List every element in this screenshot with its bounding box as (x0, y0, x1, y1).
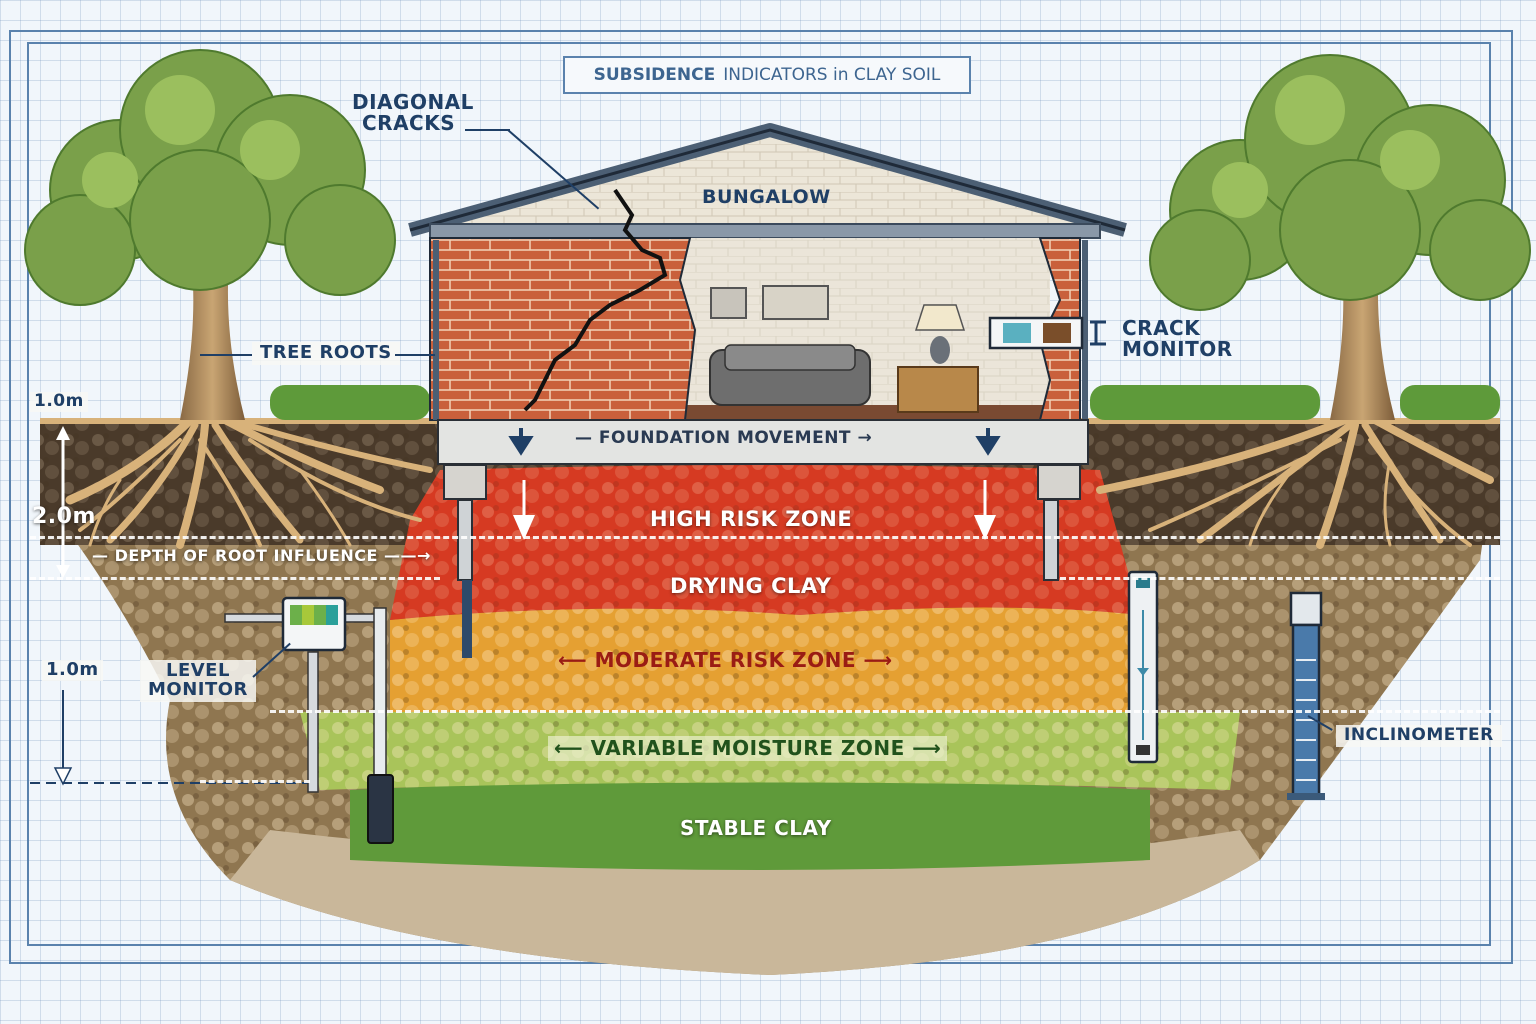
inclinometer-label: INCLINOMETER (1336, 725, 1502, 747)
zone-high-risk-label: HIGH RISK ZONE (650, 507, 853, 531)
title-bold: SUBSIDENCE (593, 65, 716, 85)
title-rest: INDICATORS in CLAY SOIL (723, 65, 941, 85)
zone-drying-clay-label: DRYING CLAY (670, 574, 832, 598)
diagonal-cracks-label: DIAGONAL CRACKS (352, 90, 474, 135)
foundation-movement-label: — FOUNDATION MOVEMENT → (575, 428, 873, 448)
tree-roots-leader-right (395, 354, 435, 356)
crack-monitor-label: CRACK MONITOR (1122, 316, 1233, 361)
tree-roots-leader-left (200, 354, 252, 356)
depth-middle-label: 2.0m (32, 504, 96, 529)
zone-stable-clay-label: STABLE CLAY (680, 816, 832, 840)
depth-of-root-influence-label: — DEPTH OF ROOT INFLUENCE ——→ (92, 546, 431, 565)
diagonal-cracks-leader (465, 129, 510, 131)
level-monitor-label: LEVEL MONITOR (140, 660, 256, 702)
tree-roots-label: TREE ROOTS (252, 342, 400, 365)
zone-variable-moisture-label: ⟵ VARIABLE MOISTURE ZONE ⟶ (548, 736, 948, 761)
depth-bottom-label: 1.0m (42, 660, 103, 681)
zone-moderate-risk-label: ⟵ MODERATE RISK ZONE ⟶ (558, 648, 893, 672)
root-influence-upper-line (30, 536, 1500, 539)
right-lower-line (1060, 577, 1500, 580)
bungalow-label: BUNGALOW (702, 186, 831, 208)
lower-boundary-line (200, 780, 310, 783)
root-influence-lower-line (30, 577, 440, 580)
title-box: SUBSIDENCE INDICATORS in CLAY SOIL (563, 56, 971, 94)
depth-top-label: 1.0m (30, 392, 88, 412)
moisture-boundary-line (270, 710, 1500, 713)
